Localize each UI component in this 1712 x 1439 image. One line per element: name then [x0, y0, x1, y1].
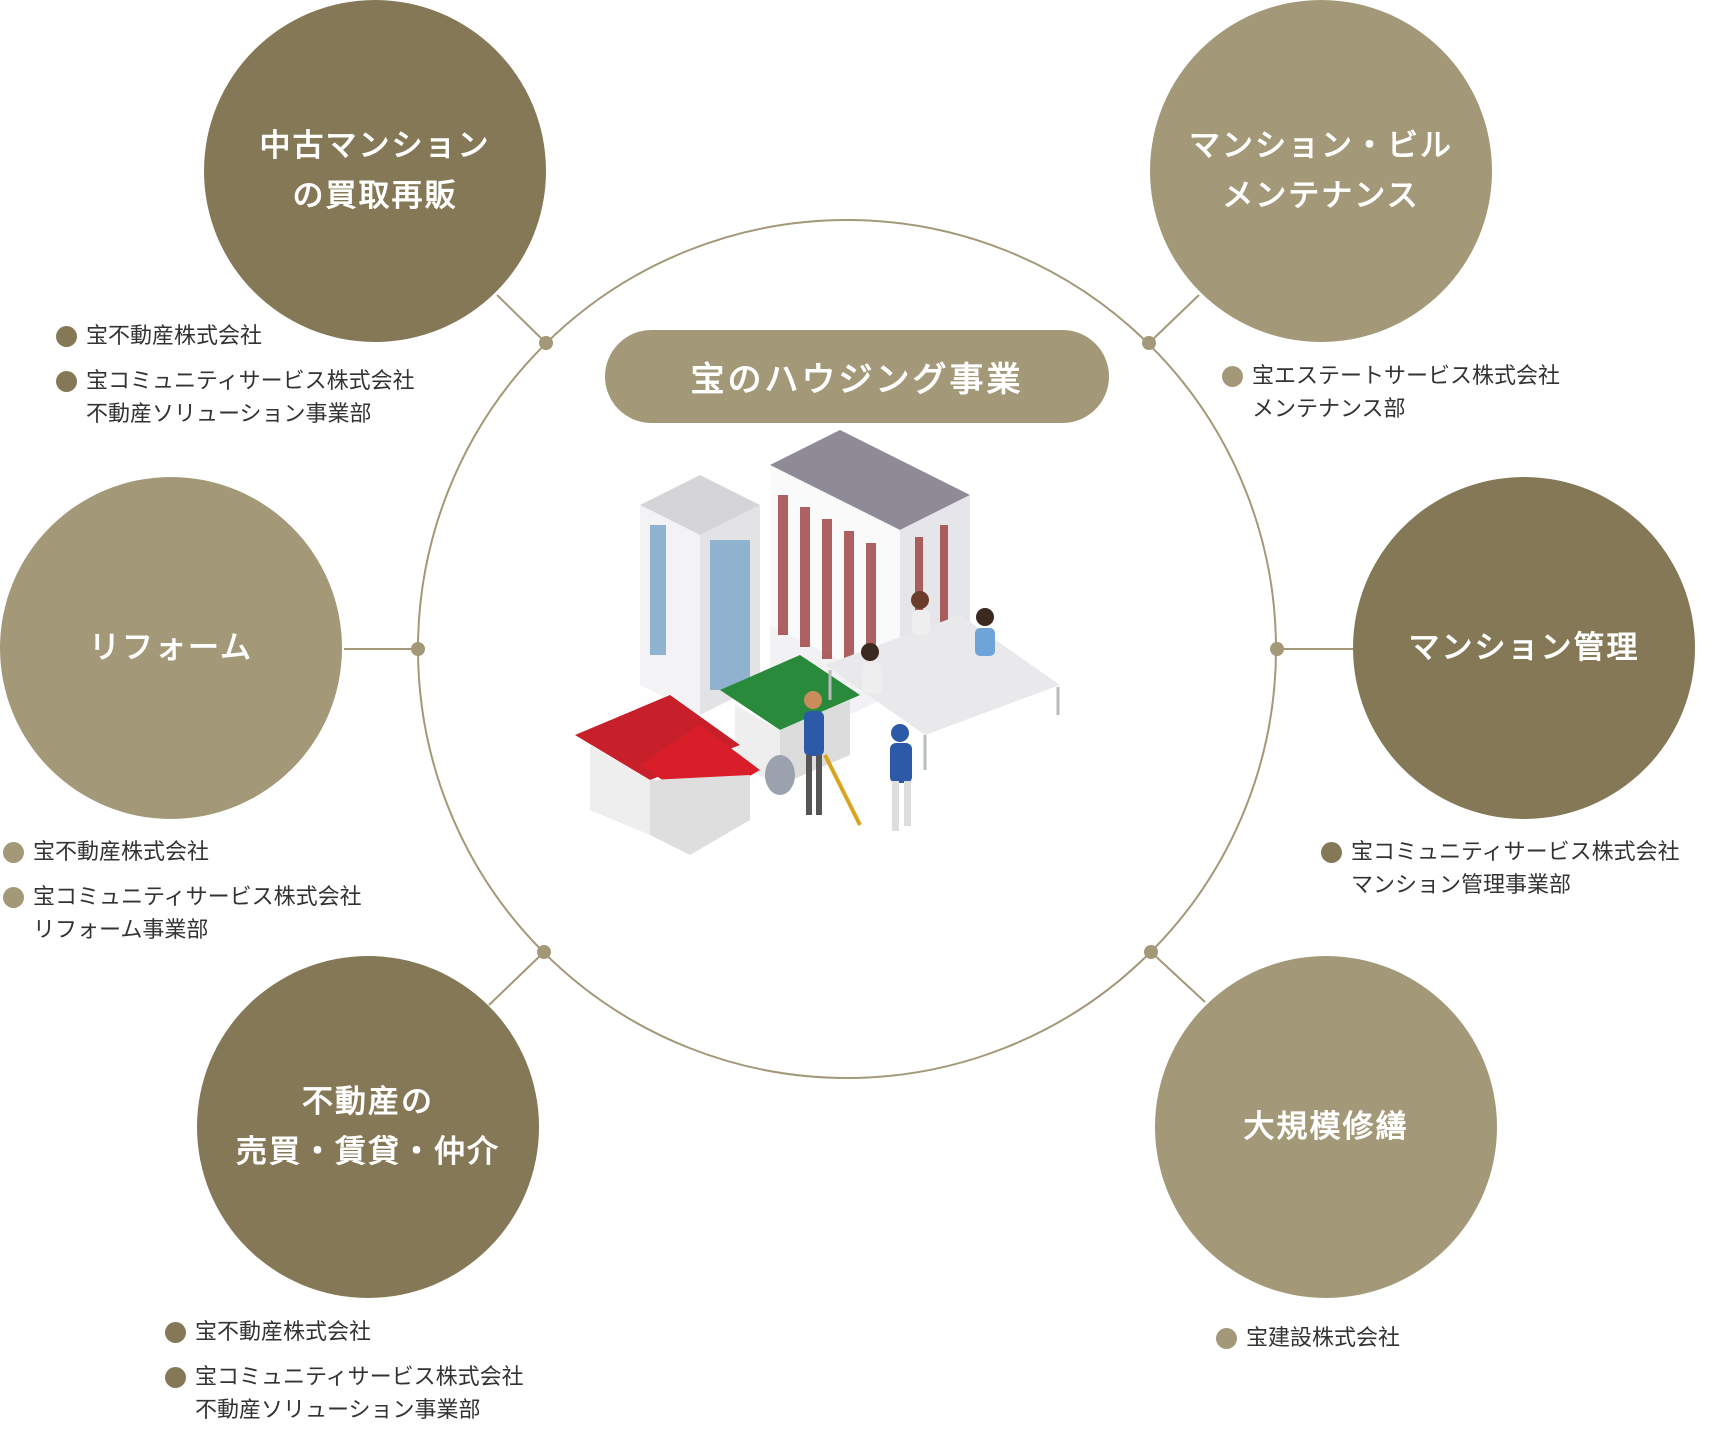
connector-line: [496, 294, 547, 344]
bullet-icon: [1216, 1328, 1237, 1349]
company-item: 宝不動産株式会社: [3, 836, 362, 869]
business-circle-repair: 大規模修繕: [1155, 956, 1497, 1298]
department-name: 不動産ソリューション事業部: [195, 1398, 481, 1423]
company-list-used-condo: 宝不動産株式会社 宝コミュニティサービス株式会社不動産ソリューション事業部: [56, 320, 415, 443]
connector-line: [1150, 951, 1206, 1003]
company-name: 宝不動産株式会社: [86, 324, 263, 349]
department-name: 不動産ソリューション事業部: [86, 402, 372, 427]
business-circle-reform: リフォーム: [0, 477, 342, 819]
company-item: 宝コミュニティサービス株式会社不動産ソリューション事業部: [165, 1361, 524, 1427]
company-list-maintenance: 宝エステートサービス株式会社メンテナンス部: [1222, 360, 1560, 438]
connector-line: [1148, 294, 1200, 344]
company-name: 宝不動産株式会社: [195, 1320, 372, 1345]
bullet-icon: [56, 371, 77, 392]
department-name: リフォーム事業部: [33, 918, 209, 943]
connector-dot: [411, 642, 425, 656]
business-circle-real-estate: 不動産の 売買・賃貸・仲介: [197, 956, 539, 1298]
connector-dot: [1270, 642, 1284, 656]
connector-dot: [1142, 336, 1156, 350]
connector-dot: [1144, 945, 1158, 959]
connector-line: [488, 951, 545, 1006]
circle-title-line: マンション・ビル: [1189, 128, 1453, 164]
company-item: 宝建設株式会社: [1216, 1322, 1400, 1355]
company-list-real-estate: 宝不動産株式会社 宝コミュニティサービス株式会社不動産ソリューション事業部: [165, 1316, 524, 1439]
bullet-icon: [165, 1367, 186, 1388]
business-circle-maintenance: マンション・ビル メンテナンス: [1150, 0, 1492, 342]
company-item: 宝コミュニティサービス株式会社不動産ソリューション事業部: [56, 365, 415, 431]
circle-title-line: 売買・賃貸・仲介: [236, 1134, 500, 1170]
business-circle-management: マンション管理: [1353, 477, 1695, 819]
company-list-reform: 宝不動産株式会社 宝コミュニティサービス株式会社リフォーム事業部: [3, 836, 362, 959]
bullet-icon: [56, 326, 77, 347]
circle-title-line: マンション管理: [1408, 630, 1640, 666]
circle-title-line: の買取再販: [292, 178, 458, 214]
company-name: 宝コミュニティサービス株式会社: [86, 369, 415, 394]
company-list-management: 宝コミュニティサービス株式会社マンション管理事業部: [1321, 836, 1680, 914]
bullet-icon: [165, 1322, 186, 1343]
housing-illustration: [575, 430, 1060, 855]
circle-title-line: 不動産の: [302, 1084, 434, 1120]
bullet-icon: [3, 842, 24, 863]
connector-dot: [537, 945, 551, 959]
circle-title-line: 大規模修繕: [1243, 1109, 1409, 1145]
company-item: 宝不動産株式会社: [56, 320, 415, 353]
company-name: 宝建設株式会社: [1246, 1326, 1401, 1351]
connector-dot: [539, 336, 553, 350]
company-name: 宝エステートサービス株式会社: [1252, 364, 1561, 389]
company-item: 宝コミュニティサービス株式会社マンション管理事業部: [1321, 836, 1680, 902]
company-item: 宝不動産株式会社: [165, 1316, 524, 1349]
company-list-repair: 宝建設株式会社: [1216, 1322, 1400, 1367]
company-name: 宝コミュニティサービス株式会社: [195, 1365, 524, 1390]
business-circle-used-condo: 中古マンション の買取再販: [204, 0, 546, 342]
bullet-icon: [3, 887, 24, 908]
bullet-icon: [1321, 842, 1342, 863]
center-title: 宝のハウジング事業: [605, 330, 1109, 423]
company-name: 宝コミュニティサービス株式会社: [1351, 840, 1680, 865]
circle-title-line: 中古マンション: [259, 128, 491, 164]
company-name: 宝不動産株式会社: [33, 840, 210, 865]
department-name: マンション管理事業部: [1351, 873, 1572, 898]
department-name: メンテナンス部: [1252, 397, 1406, 422]
circle-title-line: メンテナンス: [1222, 178, 1420, 214]
company-item: 宝コミュニティサービス株式会社リフォーム事業部: [3, 881, 362, 947]
company-item: 宝エステートサービス株式会社メンテナンス部: [1222, 360, 1560, 426]
bullet-icon: [1222, 366, 1243, 387]
circle-title-line: リフォーム: [88, 630, 254, 666]
company-name: 宝コミュニティサービス株式会社: [33, 885, 362, 910]
